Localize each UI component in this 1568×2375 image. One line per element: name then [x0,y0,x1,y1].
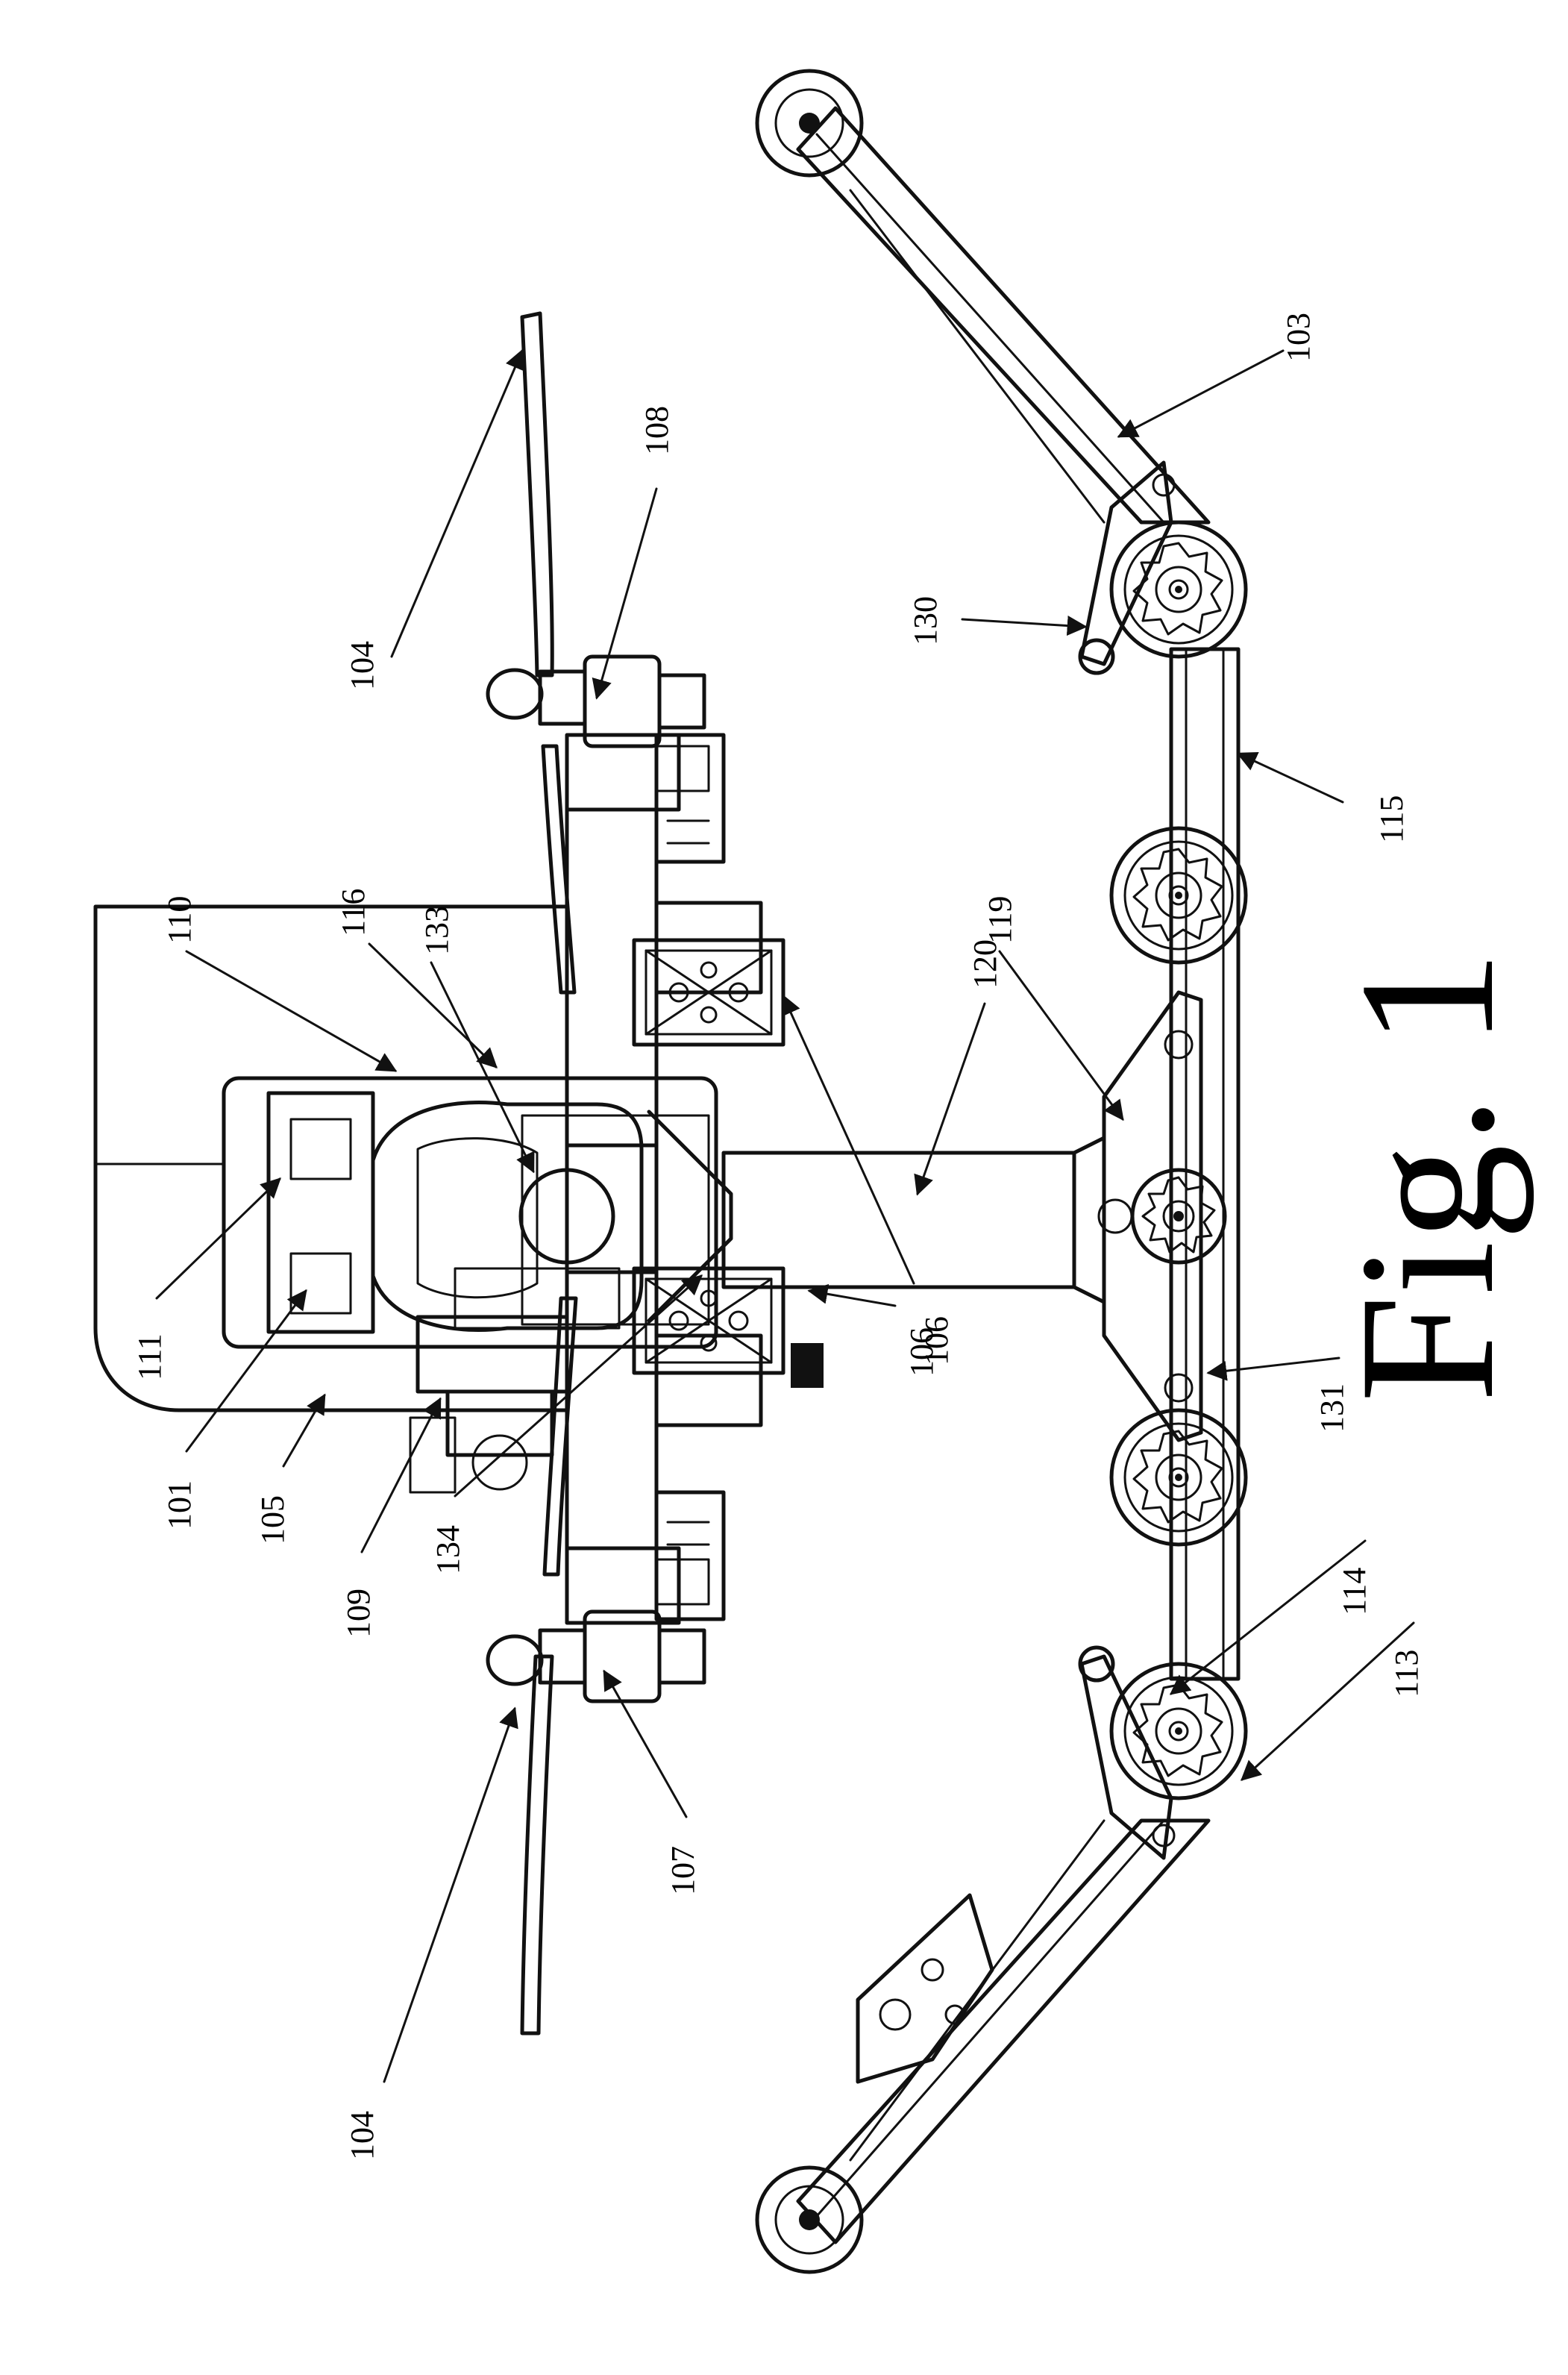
reference-labels: 104 108 103 130 115 119 120 110 116 133 … [131,313,1425,2160]
figure-caption: Fig. 1 [1320,950,1534,1403]
label-103: 103 [1280,313,1317,362]
label-120: 120 [967,939,1003,989]
label-110: 110 [161,896,198,944]
label-109: 109 [340,1589,377,1638]
label-106-lower: 106 [903,1327,940,1377]
track-arm-upper [757,71,1208,522]
drone-robot-drawing [95,71,1414,2272]
label-111: 111 [131,1333,168,1380]
label-104-bottom: 104 [344,2111,380,2160]
label-119: 119 [982,896,1018,944]
label-105: 105 [254,1495,291,1545]
track-arm-lower [757,1821,1208,2272]
label-107: 107 [665,1846,701,1895]
label-101: 101 [161,1480,198,1530]
label-134: 134 [430,1525,466,1574]
label-115: 115 [1373,795,1410,843]
label-108: 108 [639,406,675,455]
label-133: 133 [418,906,455,955]
label-114: 114 [1336,1568,1373,1615]
label-116: 116 [335,889,371,936]
propeller-top [488,313,724,992]
label-113: 113 [1388,1650,1425,1697]
label-130: 130 [907,596,944,645]
label-104-top: 104 [344,641,380,690]
